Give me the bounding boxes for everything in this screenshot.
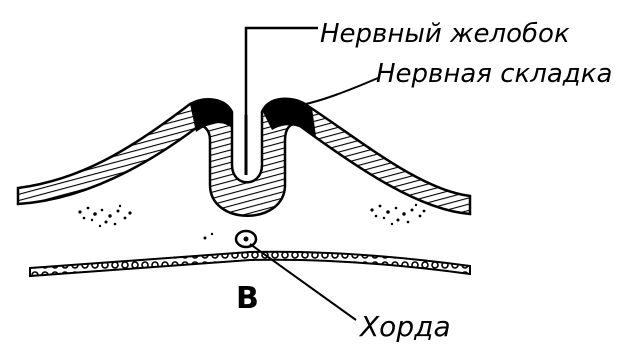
notochord-label: Хорда bbox=[358, 310, 451, 343]
neural-groove-label: Нервный желобок bbox=[320, 19, 570, 49]
mesoderm-stipple-right bbox=[370, 204, 425, 225]
mesoderm-stipple-left bbox=[78, 205, 131, 227]
stray-dots bbox=[204, 233, 214, 240]
ectoderm-layer bbox=[18, 99, 470, 216]
endoderm-layer bbox=[30, 252, 470, 276]
notochord-center bbox=[244, 237, 249, 242]
fold-leader-line bbox=[296, 78, 378, 106]
panel-letter: В bbox=[236, 281, 259, 316]
neural-fold-label: Нервная складка bbox=[376, 59, 612, 89]
